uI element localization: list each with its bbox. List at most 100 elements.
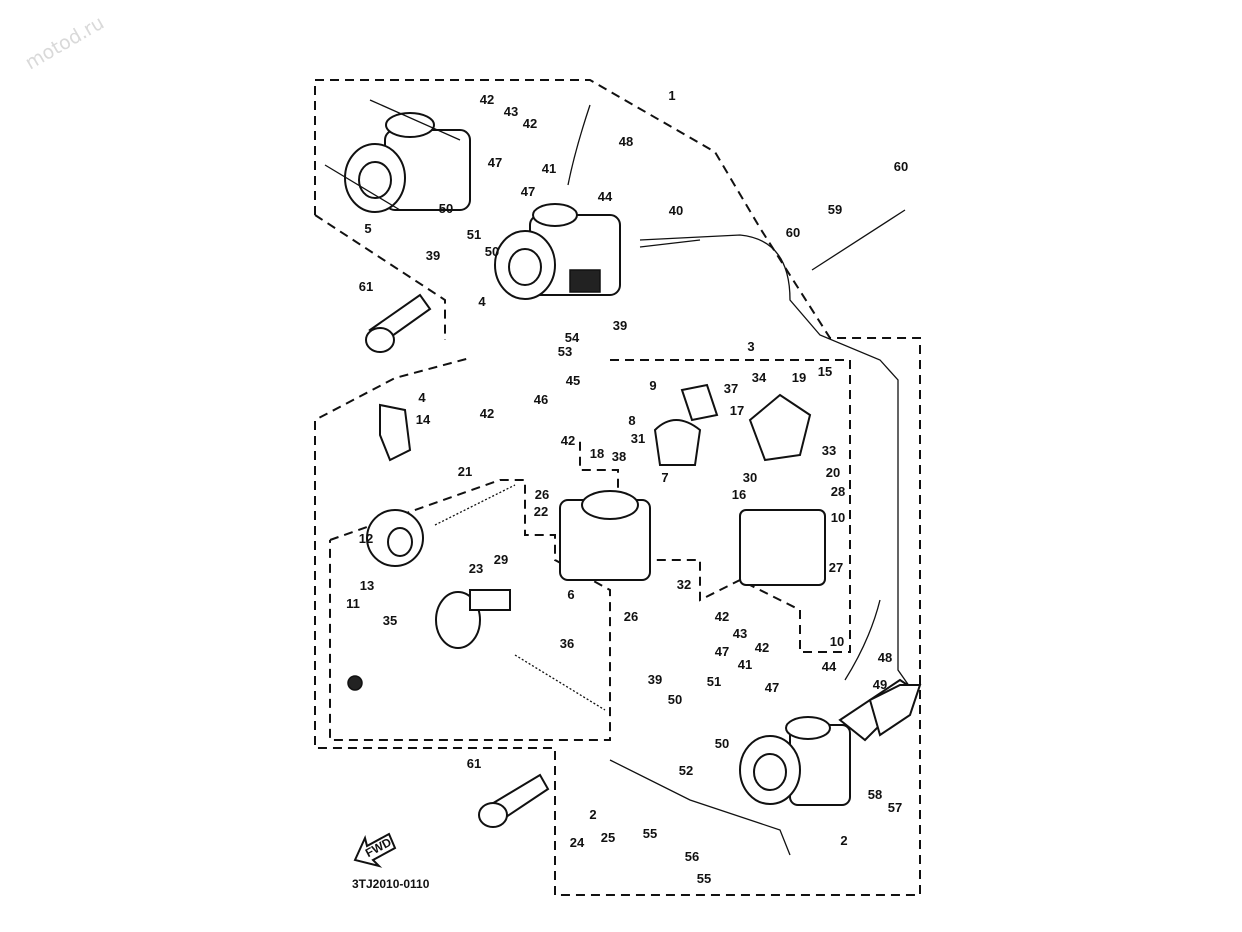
- hose-59: [811, 209, 906, 271]
- callout-50: 50: [668, 692, 682, 707]
- callout-50: 50: [715, 736, 729, 751]
- callout-42: 42: [480, 92, 494, 107]
- callout-31: 31: [631, 431, 645, 446]
- callout-32: 32: [677, 577, 691, 592]
- callout-61: 61: [467, 756, 481, 771]
- callout-39: 39: [648, 672, 662, 687]
- hose-48-upper: [567, 104, 591, 186]
- callout-10: 10: [830, 634, 844, 649]
- callout-12: 12: [359, 531, 373, 546]
- callout-42: 42: [715, 609, 729, 624]
- callout-50: 50: [485, 244, 499, 259]
- callout-39: 39: [426, 248, 440, 263]
- callout-55: 55: [643, 826, 657, 841]
- callout-16: 16: [732, 487, 746, 502]
- callout-27: 27: [829, 560, 843, 575]
- diagram-code: 3TJ2010-0110: [352, 877, 430, 891]
- callout-3: 3: [747, 339, 754, 354]
- callout-48: 48: [619, 134, 633, 149]
- hose-48-lower: [844, 599, 881, 681]
- callout-24: 24: [570, 835, 585, 850]
- callout-40: 40: [669, 203, 683, 218]
- callout-29: 29: [494, 552, 508, 567]
- callout-2: 2: [589, 807, 596, 822]
- callout-56: 56: [685, 849, 699, 864]
- callout-22: 22: [534, 504, 548, 519]
- callout-54: 54: [565, 330, 580, 345]
- callout-8: 8: [628, 413, 635, 428]
- callout-28: 28: [831, 484, 845, 499]
- callout-11: 11: [346, 596, 360, 611]
- callout-43: 43: [733, 626, 747, 641]
- callout-25: 25: [601, 830, 615, 845]
- callout-53: 53: [558, 344, 572, 359]
- link-rod-56: [609, 759, 791, 856]
- callout-6: 6: [567, 587, 574, 602]
- callout-42: 42: [480, 406, 494, 421]
- callout-50: 50: [439, 201, 453, 216]
- callout-34: 34: [752, 370, 767, 385]
- callout-61: 61: [359, 279, 373, 294]
- callout-60: 60: [786, 225, 800, 240]
- callout-51: 51: [467, 227, 481, 242]
- callout-41: 41: [738, 657, 752, 672]
- callout-41: 41: [542, 161, 556, 176]
- forward-arrow-icon: FWD: [353, 832, 397, 868]
- callout-60: 60: [894, 159, 908, 174]
- callout-38: 38: [612, 449, 626, 464]
- callout-51: 51: [707, 674, 721, 689]
- callout-4: 4: [478, 294, 486, 309]
- callout-13: 13: [360, 578, 374, 593]
- callout-44: 44: [598, 189, 613, 204]
- throttle-cable: [639, 234, 913, 691]
- group-3-outline: [579, 359, 851, 653]
- callout-47: 47: [765, 680, 779, 695]
- callout-4: 4: [418, 390, 426, 405]
- callout-14: 14: [416, 412, 431, 427]
- callout-23: 23: [469, 561, 483, 576]
- upper-carb-outline: [314, 214, 446, 340]
- callout-10: 10: [831, 510, 845, 525]
- callout-15: 15: [818, 364, 832, 379]
- bracket-49: [868, 684, 922, 737]
- carburetor-5: [324, 99, 471, 213]
- callout-42: 42: [561, 433, 575, 448]
- subgroup-outline: [329, 479, 611, 741]
- callout-17: 17: [730, 403, 744, 418]
- group-1-outline: [314, 79, 921, 896]
- callout-5: 5: [364, 221, 371, 236]
- callout-33: 33: [822, 443, 836, 458]
- callout-45: 45: [566, 373, 580, 388]
- callout-21: 21: [458, 464, 472, 479]
- callout-55: 55: [697, 871, 711, 886]
- bracket-4-14: [379, 403, 412, 462]
- callout-42: 42: [523, 116, 537, 131]
- callout-47: 47: [715, 644, 729, 659]
- callout-52: 52: [679, 763, 693, 778]
- callout-19: 19: [792, 370, 806, 385]
- callout-46: 46: [534, 392, 548, 407]
- callout-42: 42: [755, 640, 769, 655]
- callout-7: 7: [661, 470, 668, 485]
- callout-43: 43: [504, 104, 518, 119]
- callout-58: 58: [868, 787, 882, 802]
- callout-26: 26: [624, 609, 638, 624]
- callout-37: 37: [724, 381, 738, 396]
- carburetor-4: [494, 203, 621, 300]
- callout-1: 1: [668, 88, 675, 103]
- callout-35: 35: [383, 613, 397, 628]
- carburetor-3-body: [559, 383, 826, 586]
- callout-49: 49: [873, 677, 887, 692]
- callout-26: 26: [535, 487, 549, 502]
- callout-20: 20: [826, 465, 840, 480]
- callout-36: 36: [560, 636, 574, 651]
- callout-9: 9: [649, 378, 656, 393]
- callout-47: 47: [488, 155, 502, 170]
- callout-57: 57: [888, 800, 902, 815]
- cable-40: [639, 239, 701, 248]
- callout-30: 30: [743, 470, 757, 485]
